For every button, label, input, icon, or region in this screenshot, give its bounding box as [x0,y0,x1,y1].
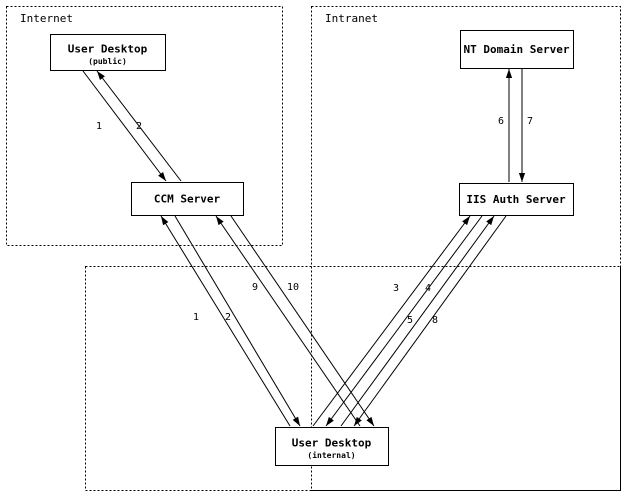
zone-label-internet: Internet [20,12,73,25]
arrow-head-icon-step-3 [462,216,470,226]
flow-line-step-9 [215,215,361,427]
flow-arrow-step-5 [340,215,495,427]
zone-internet: Internet [6,6,283,246]
node-box-ccm-server[interactable] [131,182,244,216]
arrow-head-icon-step-10 [366,416,374,426]
node-title-ccm-server: CCM Server [154,193,221,206]
zone-intranet: Intranet [311,6,621,491]
flow-arrow-step-2 [174,215,301,427]
zone-boundary-internal-lan [85,266,621,491]
step-number-label-flow-1-public: 1 [96,121,102,132]
step-number-label-flow-4: 4 [425,283,431,294]
node-title-user-desktop-internal: User Desktop [292,437,372,450]
node-subtitle-user-desktop-internal: (internal) [307,450,355,460]
flow-line-step-2 [174,215,301,427]
flow-arrow-step-10 [230,215,375,427]
node-box-user-desktop-public[interactable] [50,34,166,71]
arrow-head-icon-step-2 [292,416,300,426]
node-box-user-desktop-internal[interactable] [275,427,389,466]
flow-line-step-4 [325,215,483,427]
node-box-nt-domain-server[interactable] [460,30,574,69]
flow-line-step-3 [312,215,471,427]
step-number-label-flow-5: 5 [407,315,413,326]
flow-arrow-step-6 [505,69,513,182]
zones-layer: Internet Intranet [6,6,621,491]
arrow-head-icon-step-9 [216,216,224,226]
step-number-label-flow-2-public: 2 [136,121,142,132]
step-number-label-flow-6: 6 [498,116,504,127]
node-nt-domain-server[interactable]: NT Domain Server [460,30,574,69]
zone-label-intranet: Intranet [325,12,378,25]
flow-line-step-8 [353,215,507,427]
arrow-head-icon-step-1 [158,171,166,181]
node-user-desktop-public[interactable]: User Desktop(public) [50,34,166,71]
zone-boundary-intranet [311,6,621,491]
node-box-iis-auth-server[interactable] [459,183,574,216]
flow-line-step-1 [82,70,167,182]
node-ccm-server[interactable]: CCM Server [131,182,244,216]
arrow-head-icon-step-8 [354,416,362,426]
flows-layer [82,69,526,427]
flow-arrow-step-9 [215,215,361,427]
step-number-label-flow-2-internal: 2 [225,312,231,323]
node-title-user-desktop-public: User Desktop [68,43,148,56]
arrow-head-icon-step-1 [161,216,169,226]
step-labels-layer: 1 2 6 7 1 2 9 10 3 4 5 8 [96,116,533,326]
arrow-head-icon-step-7 [518,173,526,182]
flow-arrow-step-4 [325,215,483,427]
flow-line-step-5 [340,215,495,427]
flow-arrow-step-8 [353,215,507,427]
flow-line-step-2 [96,70,182,182]
step-number-label-flow-7: 7 [527,116,533,127]
arrow-head-icon-step-6 [505,69,513,78]
zone-boundary-internet [6,6,283,246]
flow-arrow-step-7 [518,69,526,182]
node-title-nt-domain-server: NT Domain Server [464,43,570,56]
arrow-head-icon-step-5 [486,216,494,226]
node-user-desktop-internal[interactable]: User Desktop(internal) [275,427,389,466]
node-subtitle-user-desktop-public: (public) [88,56,127,66]
flow-arrow-step-3 [312,215,471,427]
step-number-label-flow-3: 3 [393,283,399,294]
step-number-label-flow-8: 8 [432,315,438,326]
step-number-label-flow-9: 9 [252,282,258,293]
node-title-iis-auth-server: IIS Auth Server [466,193,566,206]
flow-line-step-10 [230,215,375,427]
step-number-label-flow-1-internal: 1 [193,312,199,323]
node-iis-auth-server[interactable]: IIS Auth Server [459,183,574,216]
arrow-head-icon-step-4 [326,416,334,426]
flow-arrow-step-1 [160,215,291,427]
flow-arrow-step-2 [96,70,182,182]
flow-arrow-step-1 [82,70,167,182]
zone-internal-lan [85,266,621,491]
arrow-head-icon-step-2 [97,71,105,81]
step-number-label-flow-10: 10 [287,282,299,293]
flow-line-step-1 [160,215,291,427]
